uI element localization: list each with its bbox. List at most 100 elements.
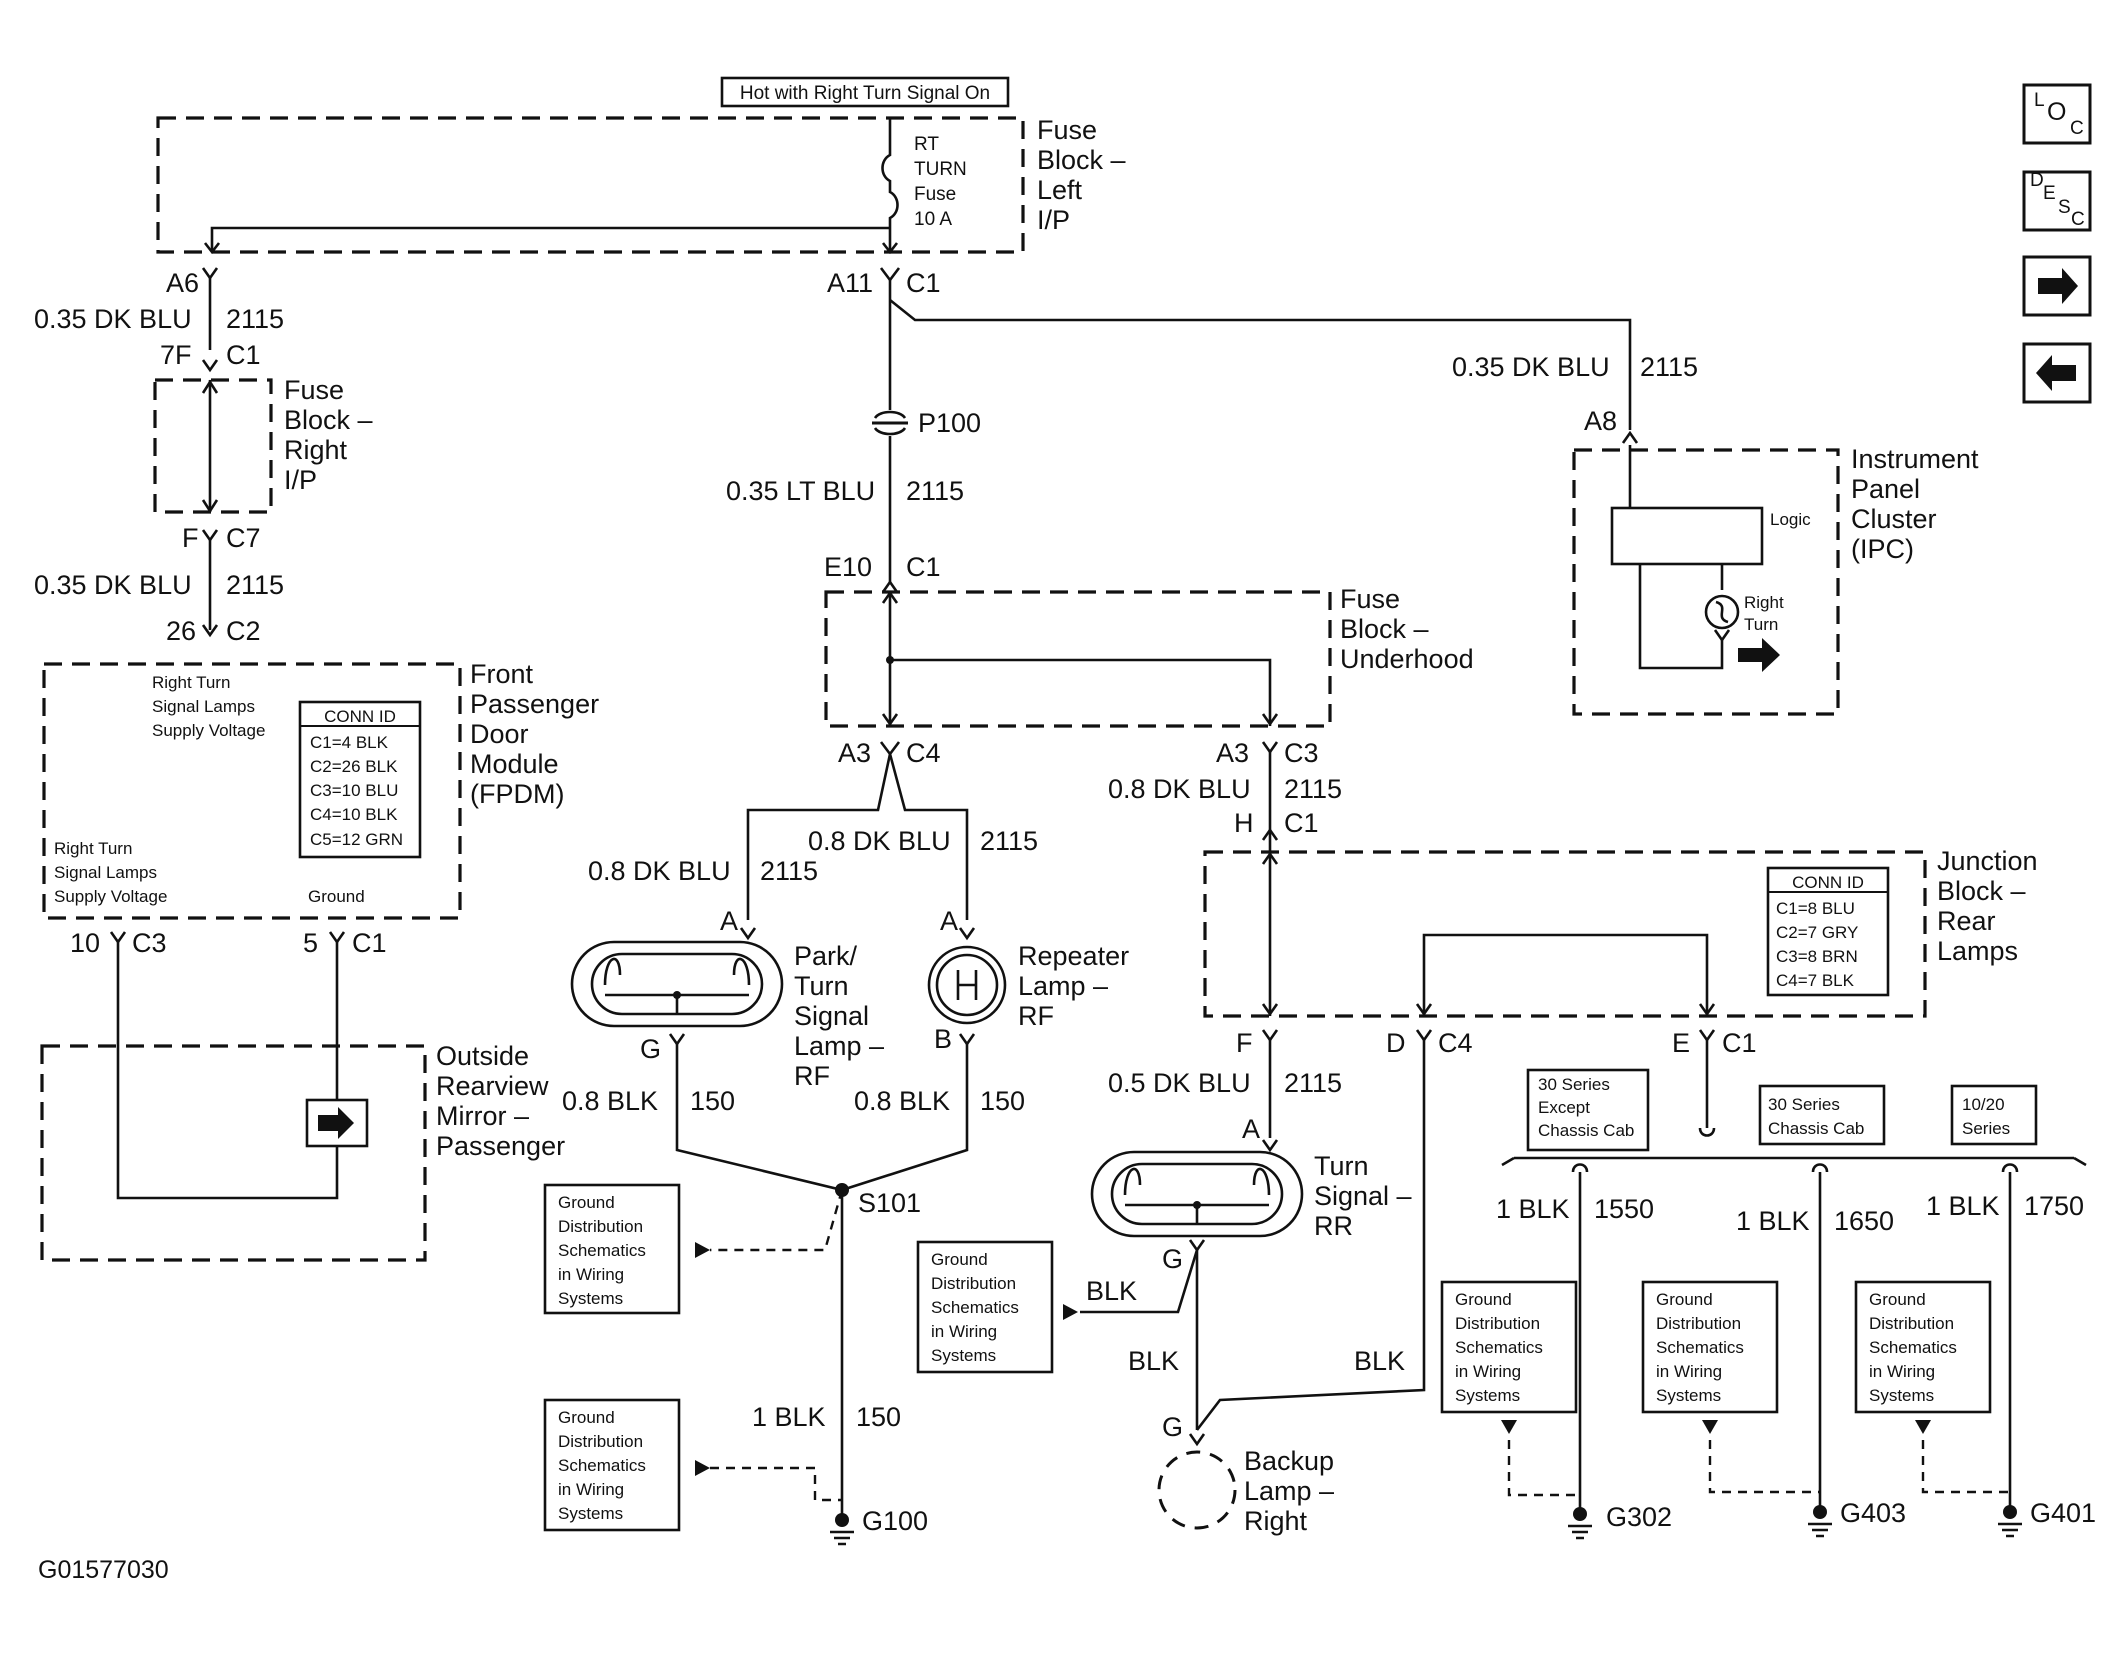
fuse-block-underhood-frame bbox=[824, 590, 1332, 728]
pin-a-turn-rr: A bbox=[1242, 1114, 1260, 1144]
svg-text:Panel: Panel bbox=[1851, 474, 1920, 504]
conn-c1-fbr: C1 bbox=[226, 340, 261, 370]
ipc-logic-block bbox=[1610, 506, 1764, 566]
svg-text:Underhood: Underhood bbox=[1340, 644, 1474, 674]
conn-c3-right: C3 bbox=[1284, 738, 1319, 768]
fpdm-conn-table: CONN ID C1=4 BLK C2=26 BLK C3=10 BLU C4=… bbox=[298, 700, 422, 859]
pin-f: F bbox=[182, 523, 199, 553]
svg-text:(IPC): (IPC) bbox=[1851, 534, 1914, 564]
ipc-title: Instrument Panel Cluster (IPC) bbox=[1851, 444, 1979, 564]
wire-circuit-2115-2: 2115 bbox=[226, 570, 284, 600]
left-arrow-icon bbox=[2036, 355, 2076, 391]
wire-circuit-1750: 1750 bbox=[2024, 1191, 2084, 1221]
pin-g-park: G bbox=[640, 1034, 661, 1064]
svg-text:Passenger: Passenger bbox=[470, 689, 599, 719]
svg-text:O: O bbox=[2047, 98, 2066, 126]
svg-text:C5=12 GRN: C5=12 GRN bbox=[310, 830, 403, 849]
svg-text:Distribution: Distribution bbox=[1455, 1314, 1540, 1333]
g302-ground-symbol bbox=[1568, 1507, 1592, 1540]
svg-text:Door: Door bbox=[470, 719, 529, 749]
wire-label-1blk-1550: 1 BLK bbox=[1496, 1194, 1570, 1224]
svg-text:Ground: Ground bbox=[1656, 1290, 1713, 1309]
svg-text:Repeater: Repeater bbox=[1018, 941, 1129, 971]
wire-circuit-150-g: 150 bbox=[856, 1402, 901, 1432]
mirror-frame bbox=[40, 1044, 427, 1262]
location-button[interactable]: L O C bbox=[2022, 83, 2092, 145]
svg-text:Ground: Ground bbox=[1869, 1290, 1926, 1309]
right-arrow-icon bbox=[1738, 638, 1780, 672]
wire-label-08-dkblu-left: 0.8 DK BLU bbox=[588, 856, 731, 886]
svg-text:Ground: Ground bbox=[931, 1250, 988, 1269]
svg-text:Right Turn: Right Turn bbox=[152, 673, 230, 692]
description-button[interactable]: D E S C bbox=[2022, 170, 2092, 232]
svg-text:Distribution: Distribution bbox=[558, 1432, 643, 1451]
series-30-except-box: 30 Series Except Chassis Cab bbox=[1526, 1068, 1650, 1152]
svg-text:L: L bbox=[2034, 90, 2045, 111]
svg-text:RR: RR bbox=[1314, 1211, 1353, 1241]
svg-text:C1=8 BLU: C1=8 BLU bbox=[1776, 899, 1855, 918]
svg-text:Block –: Block – bbox=[1037, 145, 1126, 175]
conn-c1-fpdm: C1 bbox=[352, 928, 387, 958]
park-turn-lamp-rf bbox=[570, 940, 784, 1028]
conn-c2: C2 bbox=[226, 616, 261, 646]
right-arrow-icon bbox=[318, 1107, 354, 1139]
fpdm-supply-label-bottom: Right Turn Signal Lamps Supply Voltage bbox=[54, 839, 167, 906]
series-1020-box: 10/20 Series bbox=[1950, 1084, 2038, 1146]
svg-text:Lamp –: Lamp – bbox=[1018, 971, 1108, 1001]
svg-text:C4=10 BLK: C4=10 BLK bbox=[310, 805, 398, 824]
wire-circuit-2115-junction: 2115 bbox=[1284, 1068, 1342, 1098]
wire-label-05-dkblu: 0.5 DK BLU bbox=[1108, 1068, 1251, 1098]
ground-distribution-ref-3[interactable]: Ground Distribution Schematics in Wiring… bbox=[916, 1240, 1054, 1374]
ground-distribution-ref-2[interactable]: Ground Distribution Schematics in Wiring… bbox=[543, 1398, 681, 1532]
ground-distribution-ref-6[interactable]: Ground Distribution Schematics in Wiring… bbox=[1854, 1280, 1992, 1414]
s101-label: S101 bbox=[858, 1188, 921, 1218]
svg-text:Right: Right bbox=[284, 435, 348, 465]
pin-h: H bbox=[1234, 808, 1254, 838]
svg-text:Rearview: Rearview bbox=[436, 1071, 549, 1101]
previous-arrow-button[interactable] bbox=[2022, 342, 2092, 404]
svg-text:in Wiring: in Wiring bbox=[558, 1480, 624, 1499]
svg-text:10 A: 10 A bbox=[914, 209, 952, 230]
g401-ground-symbol bbox=[1998, 1505, 2022, 1538]
pin-g-turn-rr: G bbox=[1162, 1244, 1183, 1274]
svg-text:10/20: 10/20 bbox=[1962, 1095, 2005, 1114]
wire-circuit-2115-mid: 2115 bbox=[980, 826, 1038, 856]
g302-label: G302 bbox=[1606, 1502, 1672, 1532]
ground-distribution-ref-1[interactable]: Ground Distribution Schematics in Wiring… bbox=[543, 1183, 681, 1315]
fpdm-ground-label: Ground bbox=[308, 887, 365, 906]
svg-text:Left: Left bbox=[1037, 175, 1083, 205]
wire-label-1blk: 1 BLK bbox=[752, 1402, 826, 1432]
pin-a-repeater: A bbox=[940, 906, 958, 936]
ground-distribution-ref-5[interactable]: Ground Distribution Schematics in Wiring… bbox=[1641, 1280, 1779, 1414]
wire-circuit-ipc: 2115 bbox=[1640, 352, 1698, 382]
svg-text:Block –: Block – bbox=[284, 405, 373, 435]
svg-text:Junction: Junction bbox=[1937, 846, 2038, 876]
turn-signal-lamp-rr bbox=[1090, 1150, 1304, 1238]
conn-c1-h: C1 bbox=[1284, 808, 1319, 838]
svg-text:Systems: Systems bbox=[1656, 1386, 1721, 1405]
pin-f-junction: F bbox=[1236, 1028, 1253, 1058]
ipc-frame bbox=[1572, 448, 1840, 716]
ipc-feed-wire bbox=[889, 298, 1632, 430]
ground-distribution-ref-4[interactable]: Ground Distribution Schematics in Wiring… bbox=[1440, 1280, 1578, 1414]
svg-text:Turn: Turn bbox=[1744, 615, 1778, 634]
pin-5: 5 bbox=[303, 928, 318, 958]
fpdm-supply-label-top: Right Turn Signal Lamps Supply Voltage bbox=[152, 673, 265, 740]
pin-a3-left: A3 bbox=[838, 738, 871, 768]
svg-text:Signal Lamps: Signal Lamps bbox=[54, 863, 157, 882]
svg-text:Lamps: Lamps bbox=[1937, 936, 2018, 966]
ipc-logic-label: Logic bbox=[1770, 510, 1811, 529]
svg-text:I/P: I/P bbox=[1037, 205, 1070, 235]
svg-text:RF: RF bbox=[1018, 1001, 1054, 1031]
rt-turn-fuse-icon bbox=[881, 118, 899, 250]
banner-frame bbox=[720, 76, 1010, 108]
svg-text:Passenger: Passenger bbox=[436, 1131, 565, 1161]
svg-text:Systems: Systems bbox=[558, 1289, 623, 1308]
svg-text:30 Series: 30 Series bbox=[1768, 1095, 1840, 1114]
svg-text:Schematics: Schematics bbox=[931, 1298, 1019, 1317]
rt-turn-fuse-label: RT TURN Fuse 10 A bbox=[914, 134, 967, 230]
next-arrow-button[interactable] bbox=[2022, 255, 2092, 317]
fuse-block-left-title: Fuse Block – Left I/P bbox=[1037, 115, 1126, 235]
svg-text:Schematics: Schematics bbox=[558, 1241, 646, 1260]
